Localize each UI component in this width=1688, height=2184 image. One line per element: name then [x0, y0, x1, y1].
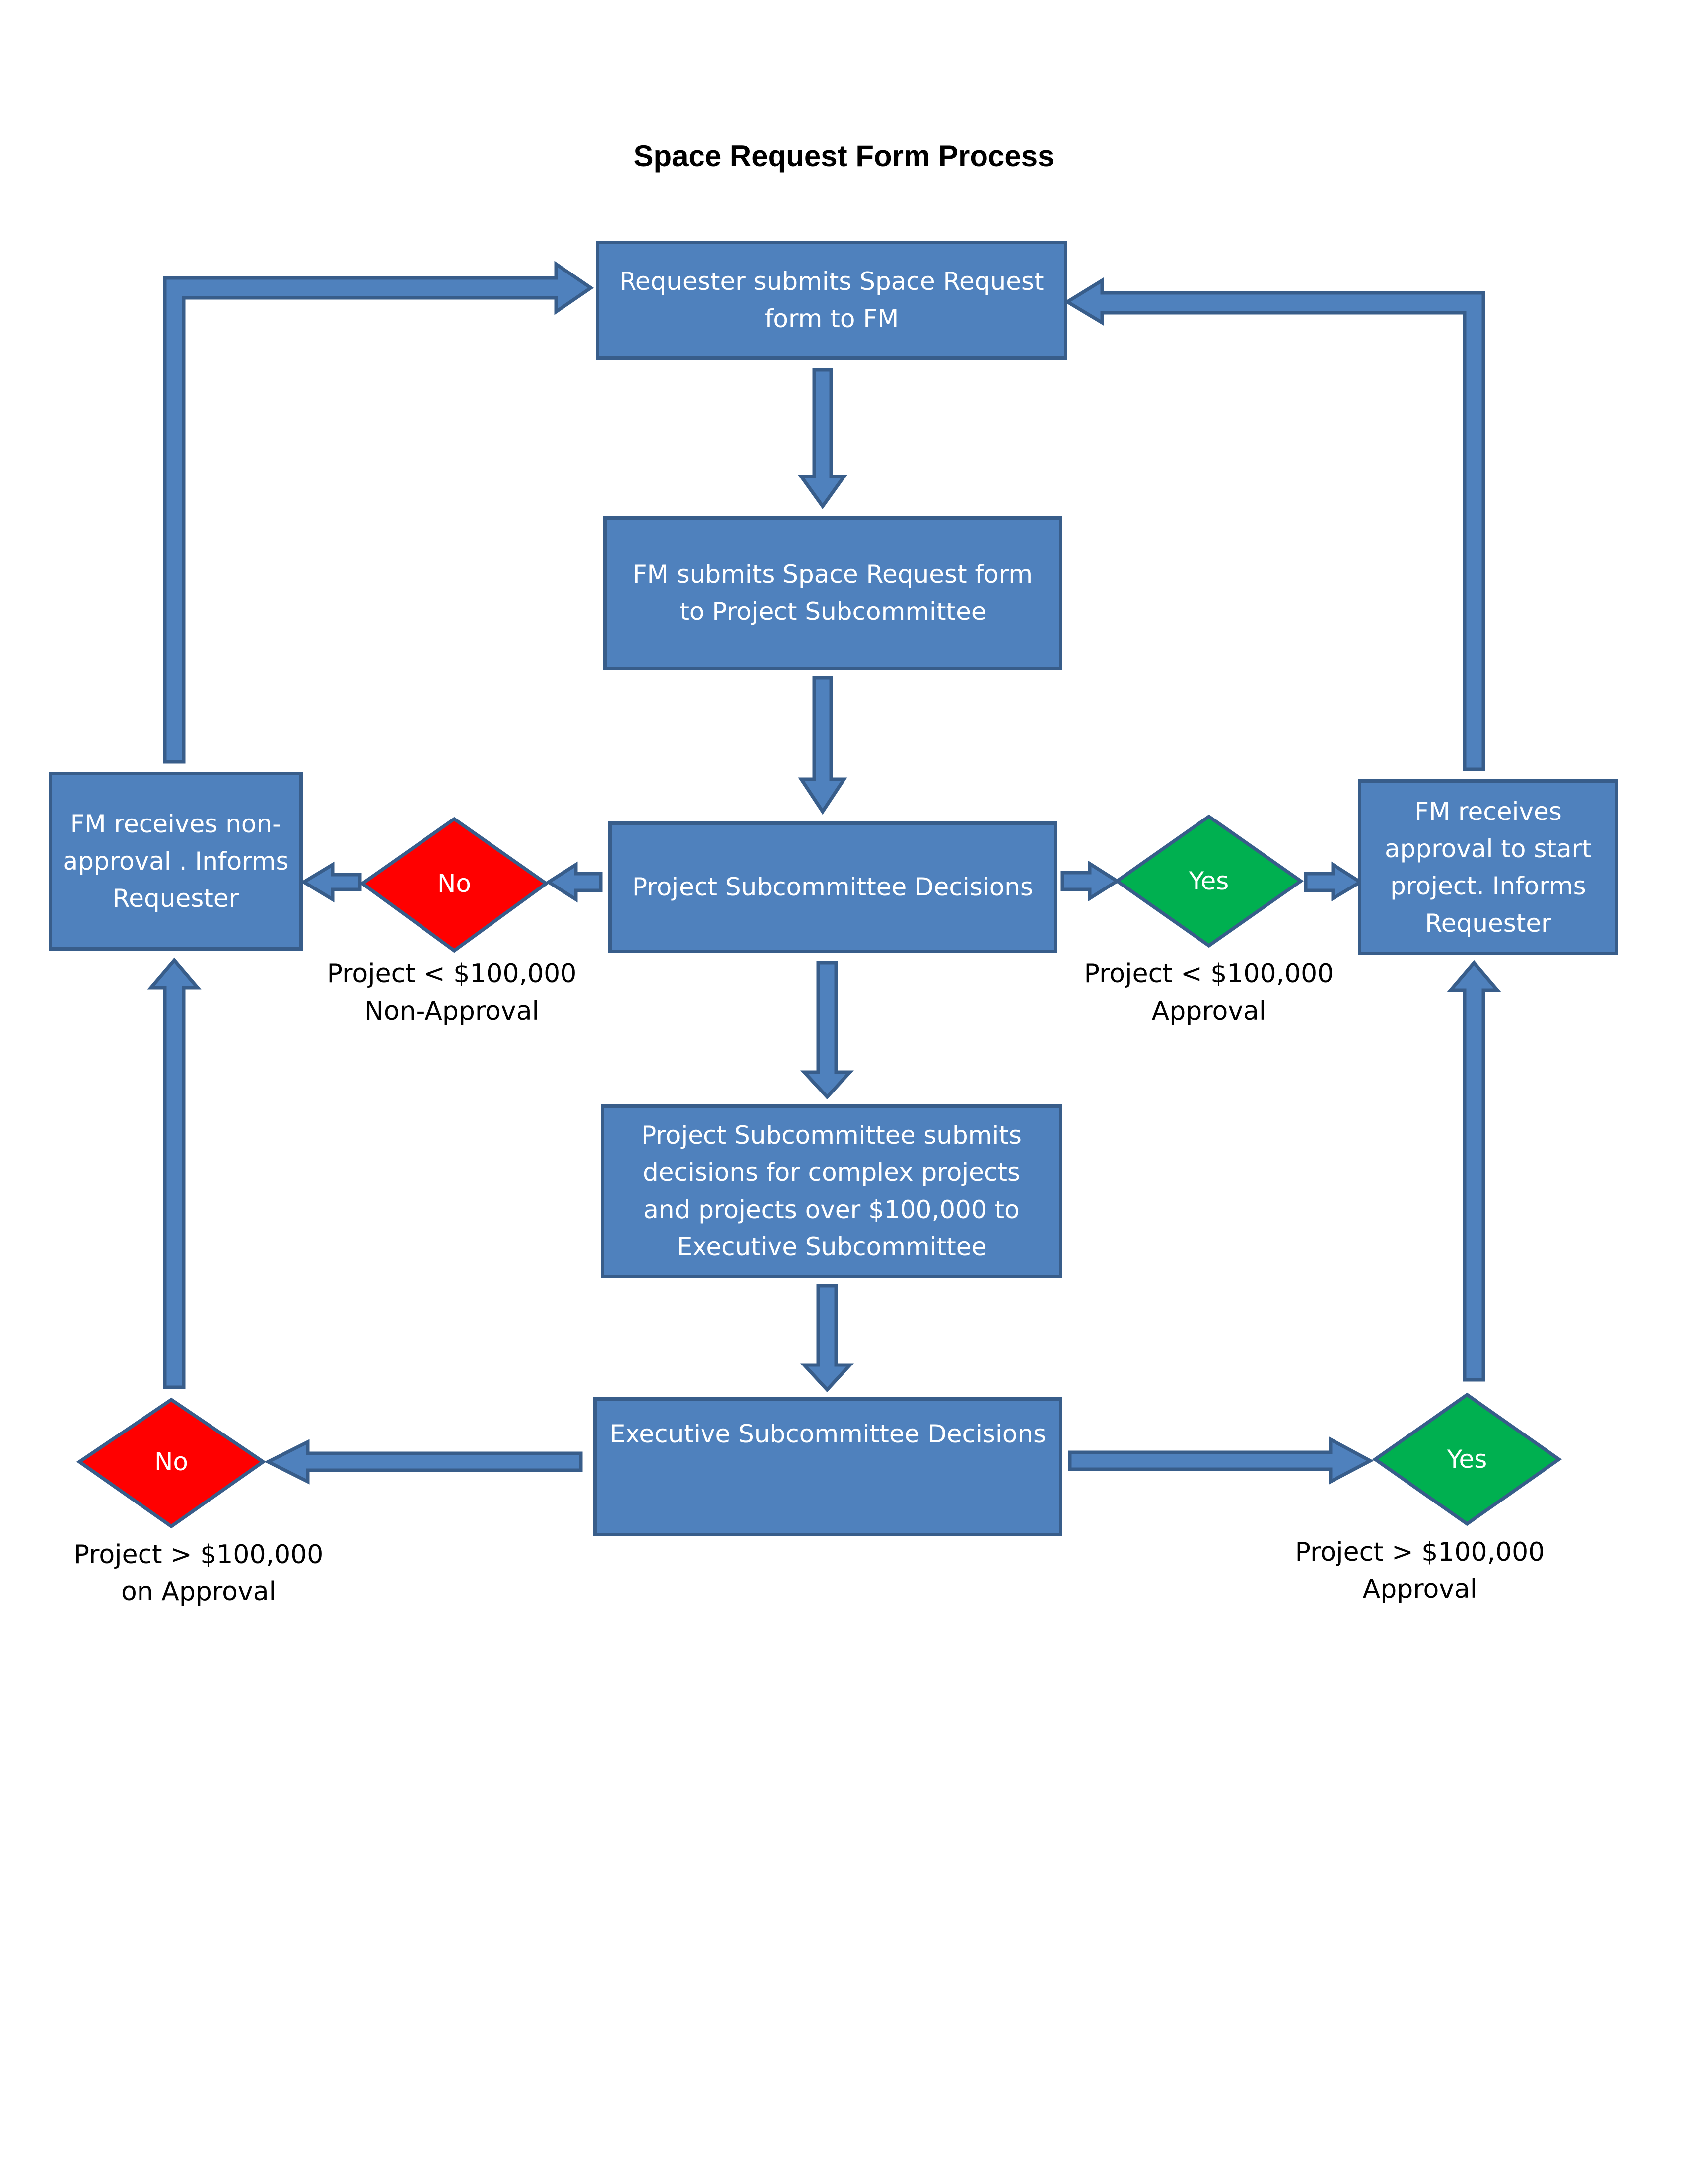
fm-submits-box: FM submits Space Request form to Project…	[603, 516, 1062, 670]
fm-non-approval-text: FM receives non-approval . Informs Reque…	[63, 809, 289, 913]
arrow-down-4	[800, 1284, 854, 1393]
upper-yes-caption: Project < $100,000 Approval	[1035, 956, 1383, 1030]
upper-yes-label: Yes	[1189, 867, 1229, 895]
upper-no-caption: Project < $100,000 Non-Approval	[278, 956, 626, 1030]
lower-yes-caption-line2: Approval	[1362, 1574, 1477, 1605]
lower-yes-caption: Project > $100,000 Approval	[1246, 1534, 1594, 1609]
lower-yes-label: Yes	[1447, 1445, 1487, 1474]
fm-approval-box: FM receives approval to start project. I…	[1358, 779, 1618, 956]
upper-no-label: No	[437, 869, 471, 898]
arrow-left-decision-no	[545, 861, 603, 903]
upper-yes-caption-line1: Project < $100,000	[1084, 959, 1334, 989]
lower-yes-caption-line1: Project > $100,000	[1295, 1537, 1545, 1567]
project-submits-exec-box: Project Subcommittee submits decisions f…	[601, 1104, 1062, 1278]
fm-submits-text: FM submits Space Request form to Project…	[633, 560, 1033, 626]
arrow-right-decision-yes	[1060, 860, 1121, 902]
upper-no-caption-line1: Project < $100,000	[327, 959, 577, 989]
lower-no-caption-line2: on Approval	[121, 1577, 277, 1607]
upper-yes-caption-line2: Approval	[1151, 996, 1266, 1026]
fm-approval-text: FM receives approval to start project. I…	[1385, 797, 1592, 938]
project-decisions-text: Project Subcommittee Decisions	[632, 873, 1034, 901]
arrow-right-yes-fm	[1304, 861, 1364, 902]
diamond-lower-no	[76, 1397, 267, 1529]
requester-submits-text: Requester submits Space Request form to …	[619, 267, 1044, 333]
arrow-loop-left	[163, 261, 594, 764]
arrow-up-yes-fm	[1447, 960, 1501, 1382]
lower-no-caption-line1: Project > $100,000	[73, 1540, 324, 1570]
arrow-up-no-fm	[147, 957, 202, 1389]
page-title: Space Request Form Process	[633, 139, 1055, 173]
exec-decisions-box: Executive Subcommittee Decisions	[593, 1397, 1062, 1536]
project-submits-exec-text: Project Subcommittee submits decisions f…	[641, 1121, 1022, 1261]
upper-no-caption-line2: Non-Approval	[364, 996, 539, 1026]
project-decisions-box: Project Subcommittee Decisions	[608, 821, 1057, 953]
lower-no-caption: Project > $100,000 on Approval	[25, 1536, 372, 1611]
arrow-loop-right	[1064, 277, 1485, 771]
lower-no-label: No	[154, 1447, 188, 1476]
fm-non-approval-box: FM receives non-approval . Informs Reque…	[49, 772, 303, 951]
arrow-left-no-fm	[300, 861, 362, 903]
exec-decisions-text: Executive Subcommittee Decisions	[609, 1420, 1047, 1448]
diamond-lower-yes	[1372, 1392, 1562, 1526]
arrow-down-3	[800, 961, 854, 1100]
arrow-down-1	[798, 368, 847, 510]
requester-submits-box: Requester submits Space Request form to …	[596, 241, 1067, 360]
diamond-upper-yes	[1114, 814, 1304, 948]
arrow-left-exec-no	[264, 1439, 583, 1485]
arrow-right-exec-yes	[1068, 1436, 1374, 1485]
diamond-upper-no	[359, 817, 550, 953]
arrow-down-2	[798, 676, 847, 815]
